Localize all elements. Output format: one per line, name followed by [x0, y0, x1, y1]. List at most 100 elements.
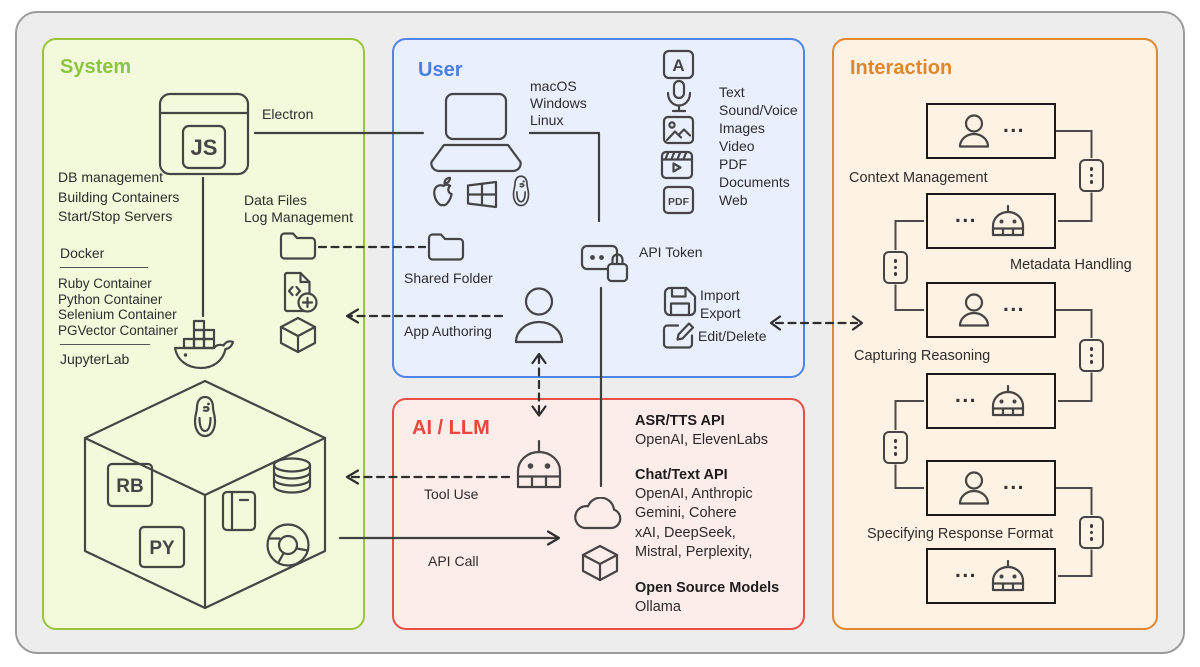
- specifying-response-format-label: Specifying Response Format: [867, 526, 1054, 542]
- jupyterlab-label: JupyterLab: [60, 351, 130, 367]
- user-person-icon: [511, 285, 567, 346]
- context-management-label: Context Management: [849, 170, 988, 186]
- container-item: Python Container: [58, 291, 163, 307]
- group-heading: Open Source Models: [635, 580, 780, 596]
- interaction-title: Interaction: [850, 57, 953, 79]
- ellipsis-text: ...: [954, 558, 977, 582]
- rb-glyph: RB: [116, 476, 143, 497]
- export-label: Export: [700, 305, 741, 321]
- person-icon: [958, 114, 990, 148]
- os-list: macOS Windows Linux: [530, 78, 587, 129]
- js-glyph: JS: [191, 135, 218, 160]
- shared-folder-label: Shared Folder: [404, 270, 493, 286]
- linux-logo-icon: [505, 174, 537, 210]
- ellipsis-text: ...: [954, 383, 977, 407]
- media-label-web: Web: [719, 192, 748, 208]
- video-icon: [660, 150, 694, 180]
- user-title: User: [418, 59, 463, 81]
- group-line: Mistral, Perplexity,: [635, 543, 753, 560]
- ai-llm-title: AI / LLM: [412, 417, 490, 439]
- media-label-video: Video: [719, 138, 755, 154]
- ellipsis-vertical-icon: [1079, 339, 1104, 372]
- pdf-icon-glyph: PDF: [668, 196, 690, 208]
- chat-text-group: Chat/Text API OpenAI, Anthropic Gemini, …: [635, 466, 753, 562]
- system-title: System: [60, 56, 132, 78]
- interaction-box-user-2: ...: [926, 282, 1056, 338]
- group-line: Gemini, Cohere: [635, 505, 737, 522]
- asr-tts-group: ASR/TTS API OpenAI, ElevenLabs: [635, 412, 768, 450]
- interaction-box-robot-1: ...: [926, 193, 1056, 249]
- tool-use-label: Tool Use: [424, 486, 479, 502]
- ellipsis-vertical-icon: [1079, 516, 1104, 549]
- media-label-pdf: PDF: [719, 156, 747, 172]
- interaction-box-robot-3: ...: [926, 548, 1056, 604]
- ai-llm-panel: [392, 398, 805, 630]
- chrome-icon: [264, 521, 312, 569]
- person-icon: [958, 471, 990, 505]
- edit-icon: [661, 321, 698, 350]
- person-icon: [958, 293, 990, 327]
- feature-item: Building Containers: [58, 188, 180, 205]
- feature-item: Start/Stop Servers: [58, 208, 173, 224]
- metadata-handling-label: Metadata Handling: [1010, 257, 1132, 273]
- robot-icon: [991, 559, 1025, 592]
- os-item: Windows: [530, 95, 587, 111]
- os-item: Linux: [530, 112, 564, 128]
- ellipsis-text: ...: [1002, 113, 1025, 137]
- ellipsis-vertical-icon: [883, 431, 908, 464]
- divider: [60, 267, 148, 268]
- ellipsis-text: ...: [954, 203, 977, 227]
- apple-logo-icon: [427, 176, 459, 210]
- robot-icon: [509, 438, 569, 500]
- divider: [60, 344, 150, 345]
- system-features-list: DB management Building Containers Start/…: [58, 168, 179, 227]
- file-code-add-icon: [279, 270, 319, 316]
- robot-icon: [991, 204, 1025, 237]
- group-line: Ollama: [635, 599, 681, 616]
- log-management-label: Log Management: [244, 208, 353, 225]
- api-call-label: API Call: [428, 553, 479, 569]
- model-cube-icon: [579, 544, 621, 582]
- sandbox-cube-icon: [80, 378, 330, 612]
- pdf-icon: PDF: [662, 185, 695, 215]
- py-glyph: PY: [149, 538, 175, 559]
- capturing-reasoning-label: Capturing Reasoning: [854, 348, 991, 364]
- group-line: OpenAI, ElevenLabs: [635, 432, 769, 449]
- docker-label: Docker: [60, 245, 105, 261]
- container-item: PGVector Container: [58, 322, 179, 338]
- text-icon-glyph: A: [672, 56, 684, 75]
- js-window-icon: JS: [158, 92, 250, 176]
- api-token-icon: [580, 237, 632, 285]
- os-item: macOS: [530, 78, 577, 94]
- image-icon: [662, 115, 695, 145]
- text-icon: A: [662, 49, 695, 80]
- folder-icon: [278, 228, 318, 262]
- import-label: Import: [700, 287, 740, 303]
- app-authoring-label: App Authoring: [404, 323, 492, 339]
- group-heading: Chat/Text API: [635, 467, 728, 483]
- ruby-box-icon: RB: [105, 461, 155, 509]
- group-heading: ASR/TTS API: [635, 413, 725, 429]
- package-cube-icon: [277, 316, 319, 354]
- ellipsis-vertical-icon: [883, 251, 908, 284]
- container-item: Selenium Container: [58, 307, 177, 323]
- windows-logo-icon: [465, 179, 499, 210]
- media-label-text: Text: [719, 84, 745, 100]
- electron-label: Electron: [262, 106, 314, 122]
- open-source-group: Open Source Models Ollama: [635, 579, 779, 617]
- group-line: xAI, DeepSeek,: [635, 524, 736, 541]
- container-item: Ruby Container: [58, 276, 152, 291]
- data-files-labels: Data Files Log Management: [244, 192, 353, 225]
- ellipsis-text: ...: [1002, 292, 1025, 316]
- shared-folder-icon: [426, 229, 466, 263]
- laptop-icon: [420, 92, 532, 174]
- linux-penguin-icon: [185, 394, 225, 444]
- interaction-box-user-1: ...: [926, 103, 1056, 159]
- notebook-icon: [219, 489, 259, 533]
- api-token-label: API Token: [639, 244, 703, 260]
- cloud-icon: [573, 496, 625, 531]
- ellipsis-text: ...: [1002, 470, 1025, 494]
- media-label-sound: Sound/Voice: [719, 102, 798, 118]
- microphone-icon: [665, 79, 693, 115]
